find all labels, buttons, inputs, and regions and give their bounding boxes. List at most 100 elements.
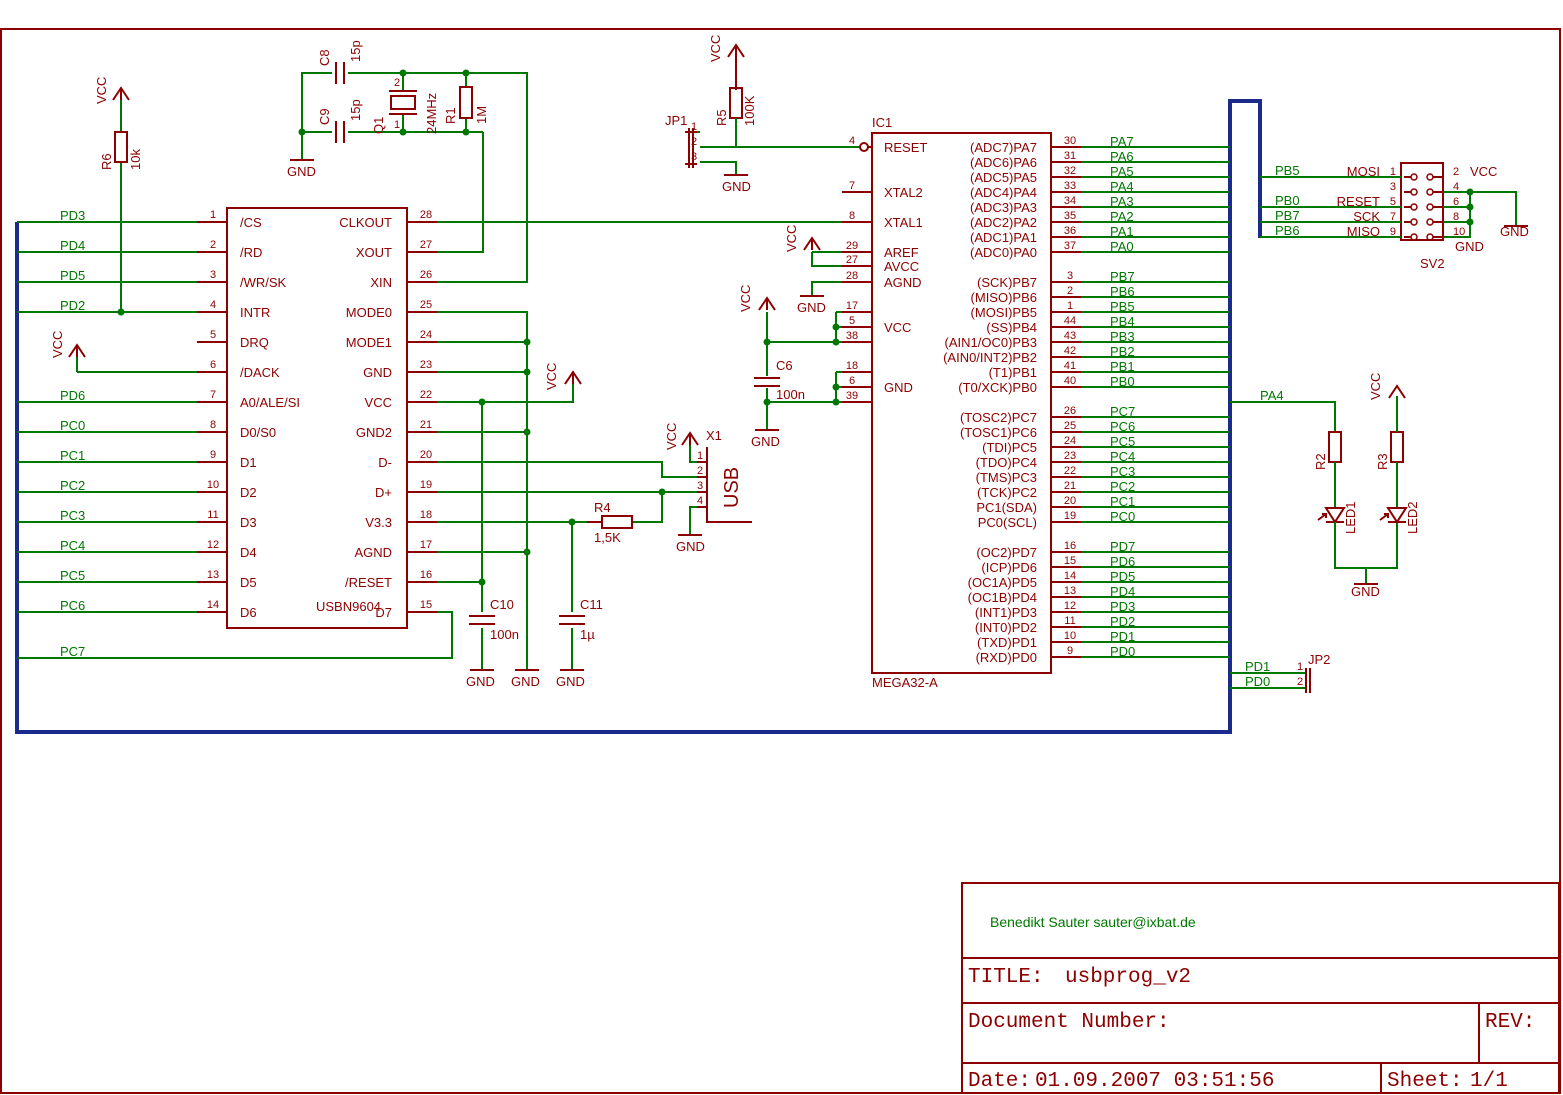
mega-pin-number: 27 <box>846 254 858 266</box>
usbn-pin-name: MODE1 <box>346 335 392 350</box>
mega-pin-number: 28 <box>846 270 858 282</box>
net-label: PA5 <box>1110 164 1134 179</box>
sv2-pad <box>1426 173 1434 181</box>
sv2-gnd: GND <box>1455 239 1484 254</box>
part-r6: R6 <box>99 153 114 170</box>
gnd-label: GND <box>556 674 585 689</box>
mega-pin-number: 9 <box>1067 645 1073 657</box>
x1-pin: 3 <box>697 480 703 492</box>
net-label: PD7 <box>1110 539 1135 554</box>
mega-pin-name: (TCK)PC2 <box>977 485 1037 500</box>
mega-pin-name: (ADC5)PA5 <box>970 170 1037 185</box>
sv2-pad <box>1410 218 1418 226</box>
net-label: PB1 <box>1110 359 1135 374</box>
net-label: PD3 <box>1110 599 1135 614</box>
net-label: PB3 <box>1110 329 1135 344</box>
usbn-pin-name: D5 <box>240 575 257 590</box>
mega-pin-number: 10 <box>1064 630 1076 642</box>
usbn-pin-number: 13 <box>207 569 219 581</box>
mega-pin-name: (MISO)PB6 <box>971 290 1037 305</box>
usbn-pin-name: /CS <box>240 215 262 230</box>
reset-section: VCC R5 100K GND JP1 1 2 3 <box>665 35 869 194</box>
jp2-net: PD0 <box>1245 674 1270 689</box>
usbn-pin-number: 4 <box>210 299 216 311</box>
part-c10-value: 100n <box>490 627 519 642</box>
net-label: PC2 <box>60 478 85 493</box>
usbn-pin-name: D- <box>378 455 392 470</box>
mega-pin-name: PC0(SCL) <box>978 515 1037 530</box>
net-label: PA1 <box>1110 224 1134 239</box>
sv2-pad <box>1410 173 1418 181</box>
mega-pin-number: 7 <box>849 180 855 192</box>
usbn-pin-name: /WR/SK <box>240 275 287 290</box>
usbn-pin-name: D7 <box>375 605 392 620</box>
mega-pin-name: XTAL1 <box>884 215 923 230</box>
usbn-pin-number: 12 <box>207 539 219 551</box>
title-value: usbprog_v2 <box>1065 966 1191 989</box>
net-label: PB7 <box>1110 269 1135 284</box>
sv2-pin-number: 10 <box>1453 226 1465 238</box>
usbn-pin-number: 28 <box>420 209 432 221</box>
sv2-pin-name: SCK <box>1353 209 1380 224</box>
sv2-pad <box>1410 188 1418 196</box>
net-label: PA2 <box>1110 209 1134 224</box>
mega-pin-number: 23 <box>1064 450 1076 462</box>
sv2-pin-name: MOSI <box>1347 164 1380 179</box>
usbn-pin-name: MODE0 <box>346 305 392 320</box>
net-label: PD4 <box>60 238 85 253</box>
usbn-pin-number: 9 <box>210 449 216 461</box>
usb-connector: X1 USB 1 2 3 4 VCC GND <box>664 423 752 554</box>
usbn-pin-number: 27 <box>420 239 432 251</box>
part-q1-value: 24MHz <box>424 93 439 134</box>
vcc-label: VCC <box>544 363 559 390</box>
vcc-label: VCC <box>50 331 65 358</box>
mega-pin-name: (ADC3)PA3 <box>970 200 1037 215</box>
part-c11: C11 <box>580 597 603 612</box>
mega-pin-number: 40 <box>1064 375 1076 387</box>
mega-pin-name: PC1(SDA) <box>976 500 1037 515</box>
sv2-pin-name: RESET <box>1337 194 1380 209</box>
mega-name: MEGA32-A <box>872 675 938 690</box>
usbn-pin-name: A0/ALE/SI <box>240 395 300 410</box>
author-text: Benedikt Sauter sauter@ixbat.de <box>990 914 1196 930</box>
jp2-ref: JP2 <box>1308 652 1330 667</box>
usbn-pin-number: 20 <box>420 449 432 461</box>
mega-pin-name: (T0/XCK)PB0 <box>958 380 1037 395</box>
usbn-pin-number: 18 <box>420 509 432 521</box>
usbn-pin-number: 6 <box>210 359 216 371</box>
net-label: PA6 <box>1110 149 1134 164</box>
mega-pin-name: XTAL2 <box>884 185 923 200</box>
usbn-net-labels: PD3 PD4 PD5 PD2 PD6 PC0 PC1 PC2 PC3 PC4 … <box>60 208 85 659</box>
mega-pin-name: (OC2)PD7 <box>976 545 1037 560</box>
net-label: PC0 <box>1110 509 1135 524</box>
mega-pin-number: 26 <box>1064 405 1076 417</box>
usbn-pin-name: D2 <box>240 485 257 500</box>
mega-pin-number: 6 <box>849 375 855 387</box>
jp1-pin: 3 <box>691 151 697 163</box>
mega-pin-name: (TDI)PC5 <box>982 440 1037 455</box>
mega-pin-number: 15 <box>1064 555 1076 567</box>
mega-pin-number: 16 <box>1064 540 1076 552</box>
mega-pin-name: (INT0)PD2 <box>975 620 1037 635</box>
net-label: PD2 <box>60 298 85 313</box>
usbn-pin-number: 8 <box>210 419 216 431</box>
usbn-pin-name: DRQ <box>240 335 269 350</box>
gnd-label: GND <box>1351 584 1380 599</box>
sv2-pad <box>1426 188 1434 196</box>
x1-pin: 2 <box>697 465 703 477</box>
net-label: PC4 <box>60 538 85 553</box>
net-label: PB2 <box>1110 344 1135 359</box>
net-label: PA4 <box>1260 388 1284 403</box>
net-label: PD5 <box>1110 569 1135 584</box>
net-label: PD6 <box>1110 554 1135 569</box>
usbn-pin-name: D4 <box>240 545 257 560</box>
mega-pin-name: (ADC0)PA0 <box>970 245 1037 260</box>
mega-pin-number: 5 <box>849 315 855 327</box>
sv2-net: PB0 <box>1275 193 1300 208</box>
net-label: PC6 <box>1110 419 1135 434</box>
r4-resistor: R4 1,5K <box>587 500 633 545</box>
jp2-pin: 1 <box>1297 661 1303 673</box>
docnum-label: Document Number: <box>968 1011 1170 1034</box>
part-c10: C10 <box>490 597 514 612</box>
usbn-pin-number: 3 <box>210 269 216 281</box>
